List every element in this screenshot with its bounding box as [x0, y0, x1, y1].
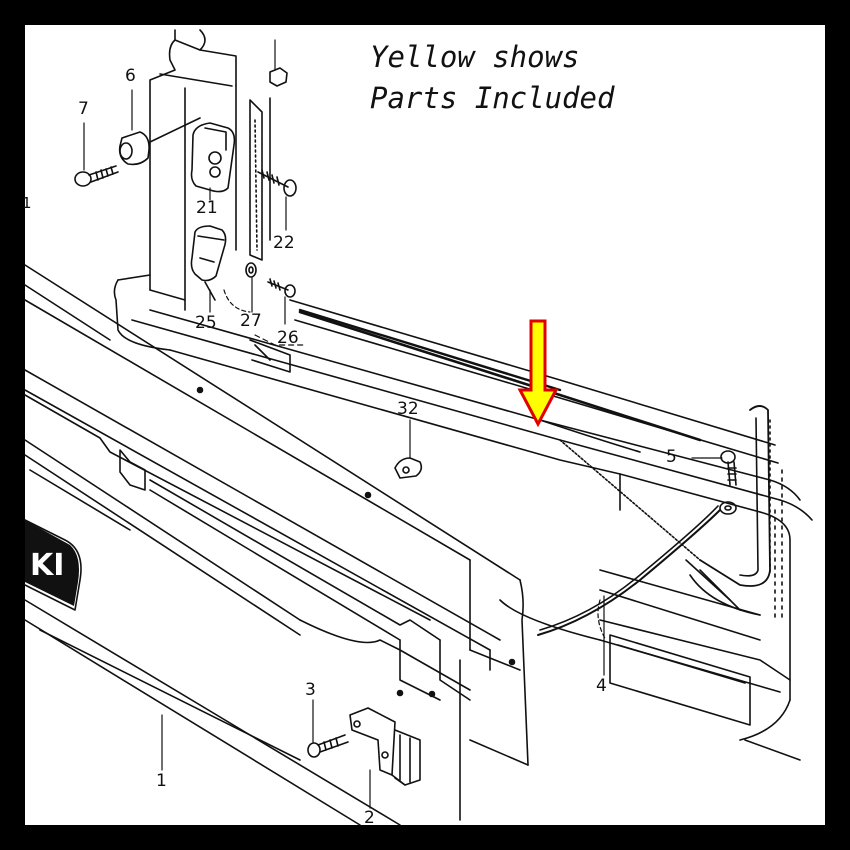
support-cable [537, 501, 737, 636]
callout-32: 32 [397, 399, 419, 419]
arrow-indicator [517, 319, 559, 428]
callout-2: 2 [364, 808, 375, 828]
striker-plate [190, 122, 236, 193]
tailgate-weatherstrip [298, 310, 702, 561]
callout-edge: 1 [22, 194, 32, 212]
callout-25: 25 [195, 313, 217, 333]
callout-5: 5 [666, 447, 677, 467]
bolt-7 [74, 165, 119, 187]
side-weatherstrip [699, 405, 771, 587]
hinge [349, 707, 421, 786]
screw-22 [257, 169, 297, 197]
tailgate-panel [24, 264, 529, 826]
pillar-weatherstrip [249, 97, 271, 261]
stopper-bracket [190, 225, 227, 301]
emblem-badge [25, 520, 79, 606]
callout-7: 7 [78, 99, 89, 119]
top-nut [269, 67, 288, 87]
callout-3: 3 [305, 680, 316, 700]
bushing-6 [118, 117, 201, 166]
parts-note: Yellow shows Parts Included [370, 37, 614, 119]
callout-1: 1 [156, 771, 167, 791]
washer [245, 262, 257, 278]
callout-4: 4 [596, 676, 607, 696]
bolt-3 [307, 734, 349, 758]
parts-note-line2: Parts Included [370, 81, 615, 115]
callout-21: 21 [196, 198, 218, 218]
leader-lines [83, 39, 723, 809]
clip-32 [394, 457, 423, 479]
callout-26: 26 [277, 328, 299, 348]
emblem-text: KI [30, 548, 65, 583]
screw-26 [267, 278, 296, 298]
bolt-5 [720, 450, 737, 486]
bumper-area [249, 339, 291, 373]
callout-27: 27 [240, 311, 262, 331]
parts-note-line1: Yellow shows [370, 40, 580, 74]
rear-pillar [149, 29, 237, 311]
callout-22: 22 [273, 233, 295, 253]
callout-6: 6 [125, 66, 136, 86]
rear-body-sill [113, 274, 813, 761]
panel-holes [196, 386, 516, 698]
